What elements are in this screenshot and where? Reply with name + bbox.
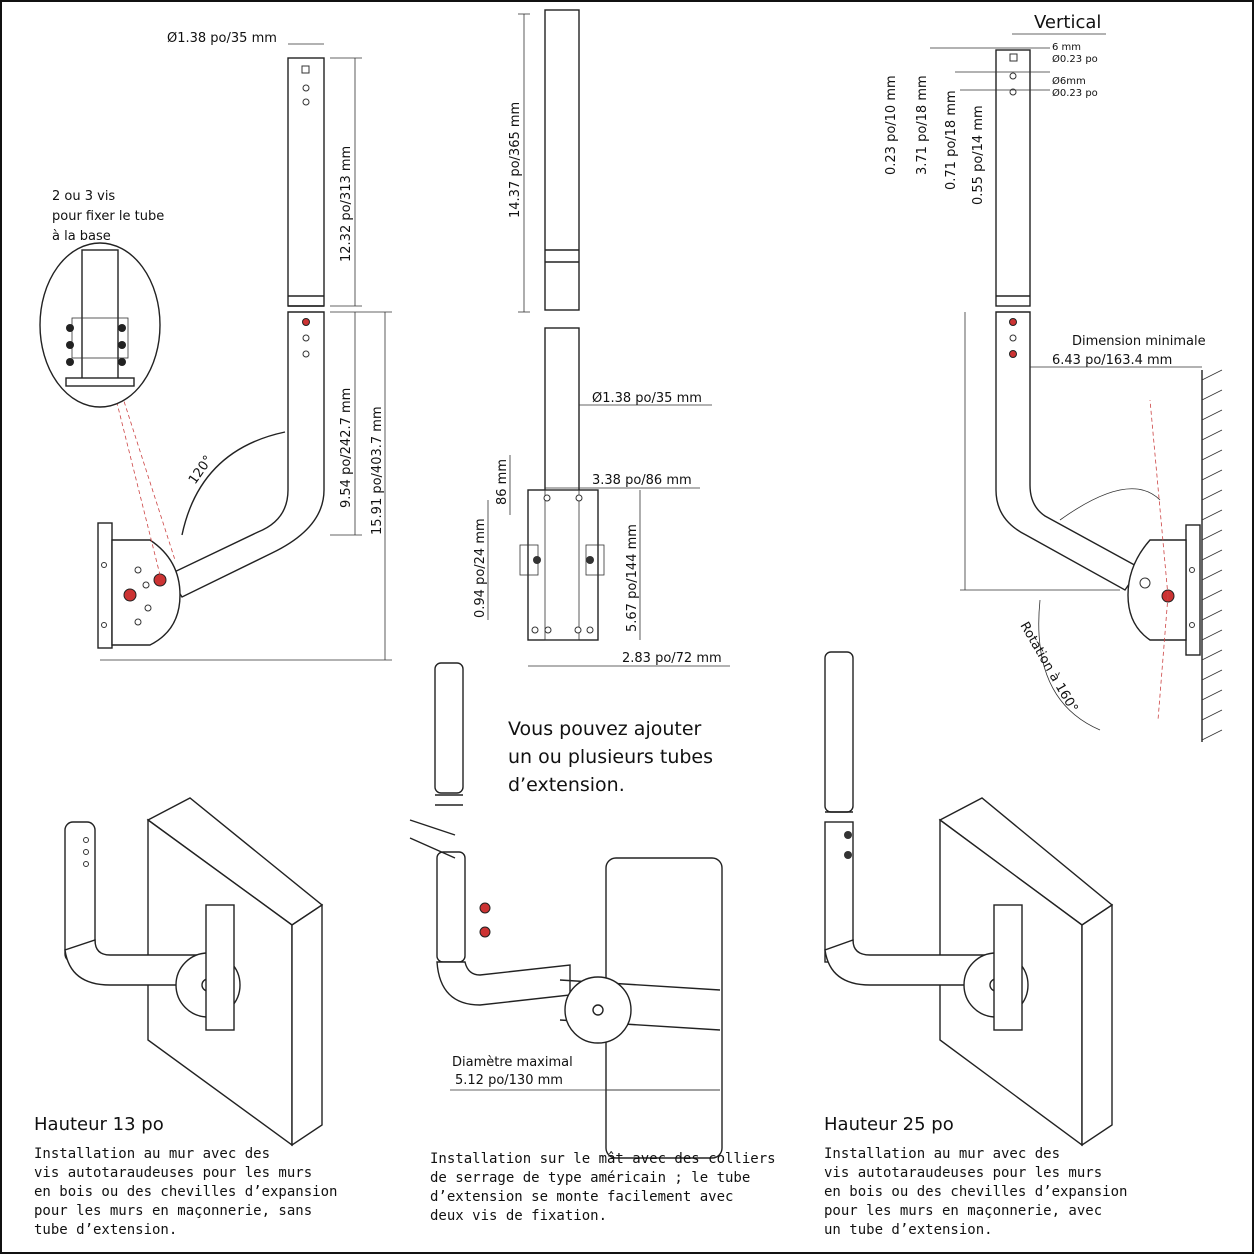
hole-6mm: 6 mm [1052,42,1081,53]
extension-drawing: 14.37 po/365 mm Ø1.38 po/35 mm 3.38 po/8… [473,9,730,667]
mid-text-4: deux vis de fixation. [430,1208,607,1224]
min-dim-label: Dimension minimale [1072,334,1206,349]
screw-note-1: 2 ou 3 vis [52,189,115,204]
hole-6mm-b: Ø6mm [1052,75,1086,87]
bracket13-total-height: 15.91 po/403.7 mm [370,406,385,535]
mast-mount-view: Diamètre maximal 5.12 po/130 mm [409,662,723,1159]
extension-note-3: d’extension. [508,774,625,796]
left-text-2: vis autotaraudeuses pour les murs [34,1165,312,1181]
mast-max-value: 5.12 po/130 mm [455,1073,563,1088]
slot-label: 86 mm [495,459,510,505]
bracket13-diameter: Ø1.38 po/35 mm [167,31,277,46]
caption-middle: Installation sur le mât avec des collier… [430,1151,776,1224]
screw-note-3: à la base [52,229,111,244]
extension-length: 14.37 po/365 mm [508,102,523,218]
hole-023: Ø0.23 po [1052,53,1098,65]
bracket-13-drawing: 120° Ø1.38 po/35 mm 12.32 po/313 mm 9.54… [39,31,392,661]
dim-b: 3.71 po/18 mm [915,75,930,175]
mast-max-label: Diamètre maximal [452,1055,573,1070]
right-text-4: pour les murs en maçonnerie, avec [824,1203,1102,1219]
left-title: Hauteur 13 po [34,1114,164,1135]
wall-mount-13-view [64,797,324,1147]
left-text-3: en bois ou des chevilles d’expansion [34,1184,337,1200]
mid-text-2: de serrage de type américain ; le tube [430,1170,750,1186]
dim-c: 0.71 po/18 mm [944,90,959,190]
caption-right: Hauteur 25 po Installation au mur avec d… [824,1114,1127,1238]
extension-note-2: un ou plusieurs tubes [508,746,713,768]
screw-note-2: pour fixer le tube [52,209,164,224]
plate-inner: 0.94 po/24 mm [473,518,488,618]
bracket-25-drawing: Vertical 6 mm Ø0.23 po Ø6mm Ø0.23 po 0.2… [884,12,1223,742]
vertical-label: Vertical [1034,12,1101,33]
bracket13-upper-length: 12.32 po/313 mm [339,146,354,262]
dim-a: 0.23 po/10 mm [884,75,899,175]
extension-note-1: Vous pouvez ajouter [508,718,702,740]
left-text-5: tube d’extension. [34,1222,177,1238]
plate-height: 5.67 po/144 mm [625,524,640,632]
right-text-3: en bois ou des chevilles d’expansion [824,1184,1127,1200]
left-text-1: Installation au mur avec des [34,1146,270,1162]
plate-base: 2.83 po/72 mm [622,651,722,666]
plate-width: 3.38 po/86 mm [592,473,692,488]
extension-diameter: Ø1.38 po/35 mm [592,391,702,406]
wall-mount-25-view [824,651,1114,1147]
dim-d: 0.55 po/14 mm [971,105,986,205]
right-text-1: Installation au mur avec des [824,1146,1060,1162]
min-dim-value: 6.43 po/163.4 mm [1052,353,1172,368]
hole-023-b: Ø0.23 po [1052,87,1098,99]
right-text-5: un tube d’extension. [824,1222,993,1238]
bracket13-lower-length: 9.54 po/242.7 mm [339,388,354,508]
mid-text-3: d’extension se monte facilement avec [430,1189,733,1205]
right-title: Hauteur 25 po [824,1114,954,1135]
right-text-2: vis autotaraudeuses pour les murs [824,1165,1102,1181]
left-text-4: pour les murs en maçonnerie, sans [34,1203,312,1219]
mid-text-1: Installation sur le mât avec des collier… [430,1151,776,1167]
caption-left: Hauteur 13 po Installation au mur avec d… [34,1114,337,1238]
